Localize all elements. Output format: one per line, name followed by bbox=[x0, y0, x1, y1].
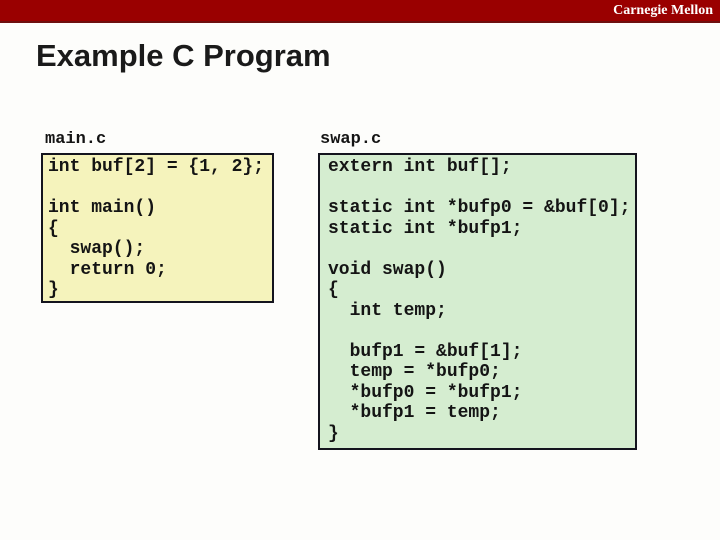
code-filename-swap: swap.c bbox=[320, 130, 382, 149]
page-title: Example C Program bbox=[36, 38, 331, 73]
code-filename-main: main.c bbox=[45, 130, 107, 149]
brand-logo-text: Carnegie Mellon bbox=[613, 3, 713, 18]
code-box-swap-c: extern int buf[]; static int *bufp0 = &b… bbox=[318, 153, 637, 450]
brand-bar: Carnegie Mellon bbox=[0, 0, 720, 23]
code-box-main-c: int buf[2] = {1, 2}; int main() { swap()… bbox=[41, 153, 274, 303]
